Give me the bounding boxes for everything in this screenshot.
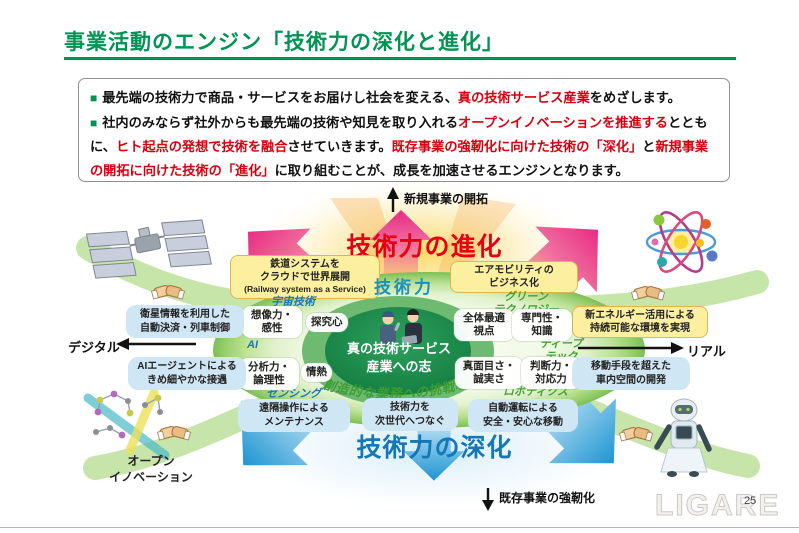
summary-text: と [642,139,656,154]
category-sensing: センシング [266,388,321,400]
center-mission-line: 産業への志 [366,358,432,374]
atom-icon [645,211,718,273]
usecase-next-generation: 技術力を 次世代へつなぐ [362,398,458,431]
center-mission-line: 真の技術サービス [346,341,451,356]
category-ai: AI [247,339,258,351]
engineers-icon [380,309,422,345]
usecase-line: クラウドで世界展開 [260,272,350,284]
summary-box: ■ 最先端の技術力で商品・サービスをお届けし社会を変える、真の技術サービス産業をめ… [78,78,730,182]
axis-arrowheads [116,187,684,511]
usecase-line: 新エネルギー活用による [585,310,695,321]
usecase-line: エアモビリティの [474,265,554,276]
summary-text: に取り組むことが、成長を加速させるエンジンとなります。 [274,162,629,178]
trait-inquiry: 探究心 [306,313,348,333]
usecase-line: 安全・安心な移動 [483,416,563,428]
usecase-line: 鉄道システムを [270,259,340,270]
axis-label-real: リアル [687,344,726,359]
usecase-line: 持続可能な環境を実現 [590,323,690,335]
usecase-line: 衛星情報を利用した [140,309,230,320]
open-innovation-label: オープン イノベーション [98,454,204,485]
usecase-rail-cloud: 鉄道システムを クラウドで世界展開 (Railway system as a S… [230,255,380,299]
open-innovation-line: オープン [127,454,175,468]
usecase-line: (Railway system as a Service) [244,284,366,295]
usecase-line: 次世代へつなぐ [375,415,445,427]
axis-label-top: 新規事業の開拓 [404,192,489,206]
summary-highlight: ヒト起点の発想で技術を融合 [115,139,288,154]
usecase-line: 自動決済・列車制御 [140,322,230,334]
bullet-square-icon: ■ [90,91,98,105]
axis-label-bottom: 既存事業の強靭化 [499,491,596,505]
robot-icon [654,398,712,477]
footer-divider [0,527,799,528]
usecase-line: メンテナンス [264,416,324,428]
usecase-line: 自動運転による [488,403,558,414]
category-space-tech: 宇宙技術 [271,296,315,308]
usecase-line: 移動手段を超えた [591,361,671,372]
satellite-icon [85,219,212,279]
usecase-line: きめ細やかな接遇 [147,374,227,386]
usecase-ai-agent: AIエージェントによる きめ細やかな接遇 [128,357,246,390]
usecase-air-mobility: エアモビリティの ビジネス化 [450,261,578,294]
category-line: グリーン [504,291,548,303]
page-title: 事業活動のエンジン「技術力の深化と進化」 [64,31,504,54]
usecase-line: 技術力を [390,402,430,413]
center-mission: 真の技術サービス 産業への志 [340,340,458,375]
usecase-cabin-space: 移動手段を超えた 車内空間の開発 [572,357,690,390]
summary-highlight: 既存事業の強靭化に向けた技術の「深化」 [391,139,643,154]
page-number: 25 [744,495,757,507]
usecase-line: ビジネス化 [489,278,539,290]
trait-passion: 情熱 [301,363,332,383]
summary-text: 最先端の技術力で商品・サービスをお届けし社会を変える、 [102,90,458,105]
summary-text: させていきます。 [287,139,392,154]
trait-optimization: 全体最適視点 [454,309,514,342]
trait-imagination: 想像力・感性 [242,306,302,339]
usecase-remote-maintenance: 遠隔操作による メンテナンス [238,399,350,432]
bullet-square-icon: ■ [90,115,98,130]
core-capability-label: 技術力 [374,278,434,297]
summary-paragraph-1: ■ 最先端の技術力で商品・サービスをお届けし社会を変える、真の技術サービス産業をめ… [90,86,718,111]
summary-highlight: オープンイノベーションを推進する [458,114,668,130]
trait-analysis: 分析力・論理性 [239,358,299,391]
summary-highlight: 新規事業の開拓に向けた技術の「進化」 [90,139,709,178]
usecase-autonomous-driving: 自動運転による 安全・安心な移動 [468,399,578,432]
ligare-watermark: LIGARE [654,489,781,523]
usecase-line: AIエージェントによる [137,361,237,372]
molecules-icon [93,390,163,439]
summary-text: 社内のみならず社外からも最先端の技術や知見を取り入れる [102,114,459,130]
axis-arrows [127,197,673,502]
axis-label-digital: デジタル [68,340,120,355]
summary-text: をめざします。 [589,90,681,105]
title-underline [64,57,736,60]
usecase-line: 遠隔操作による [259,403,329,414]
usecase-line: 車内空間の開発 [596,374,666,386]
usecase-satellite-control: 衛星情報を利用した 自動決済・列車制御 [126,305,244,338]
summary-highlight: 真の技術サービス産業 [457,90,590,105]
open-innovation-line: イノベーション [109,469,193,484]
core-ellipse [325,307,471,395]
trait-expertise: 専門性・知識 [512,309,572,342]
usecase-new-energy: 新エネルギー活用による 持続可能な環境を実現 [572,306,708,339]
summary-paragraph-2: ■ 社内のみならず社外からも最先端の技術や知見を取り入れるオープンイノベーションを… [90,111,718,183]
trait-sincerity: 真面目さ・誠実さ [455,357,523,390]
trait-judgment: 判断力・対応力 [521,357,581,390]
deepening-title: 技術力の深化 [356,434,513,462]
summary-text: とともに、 [90,114,708,155]
